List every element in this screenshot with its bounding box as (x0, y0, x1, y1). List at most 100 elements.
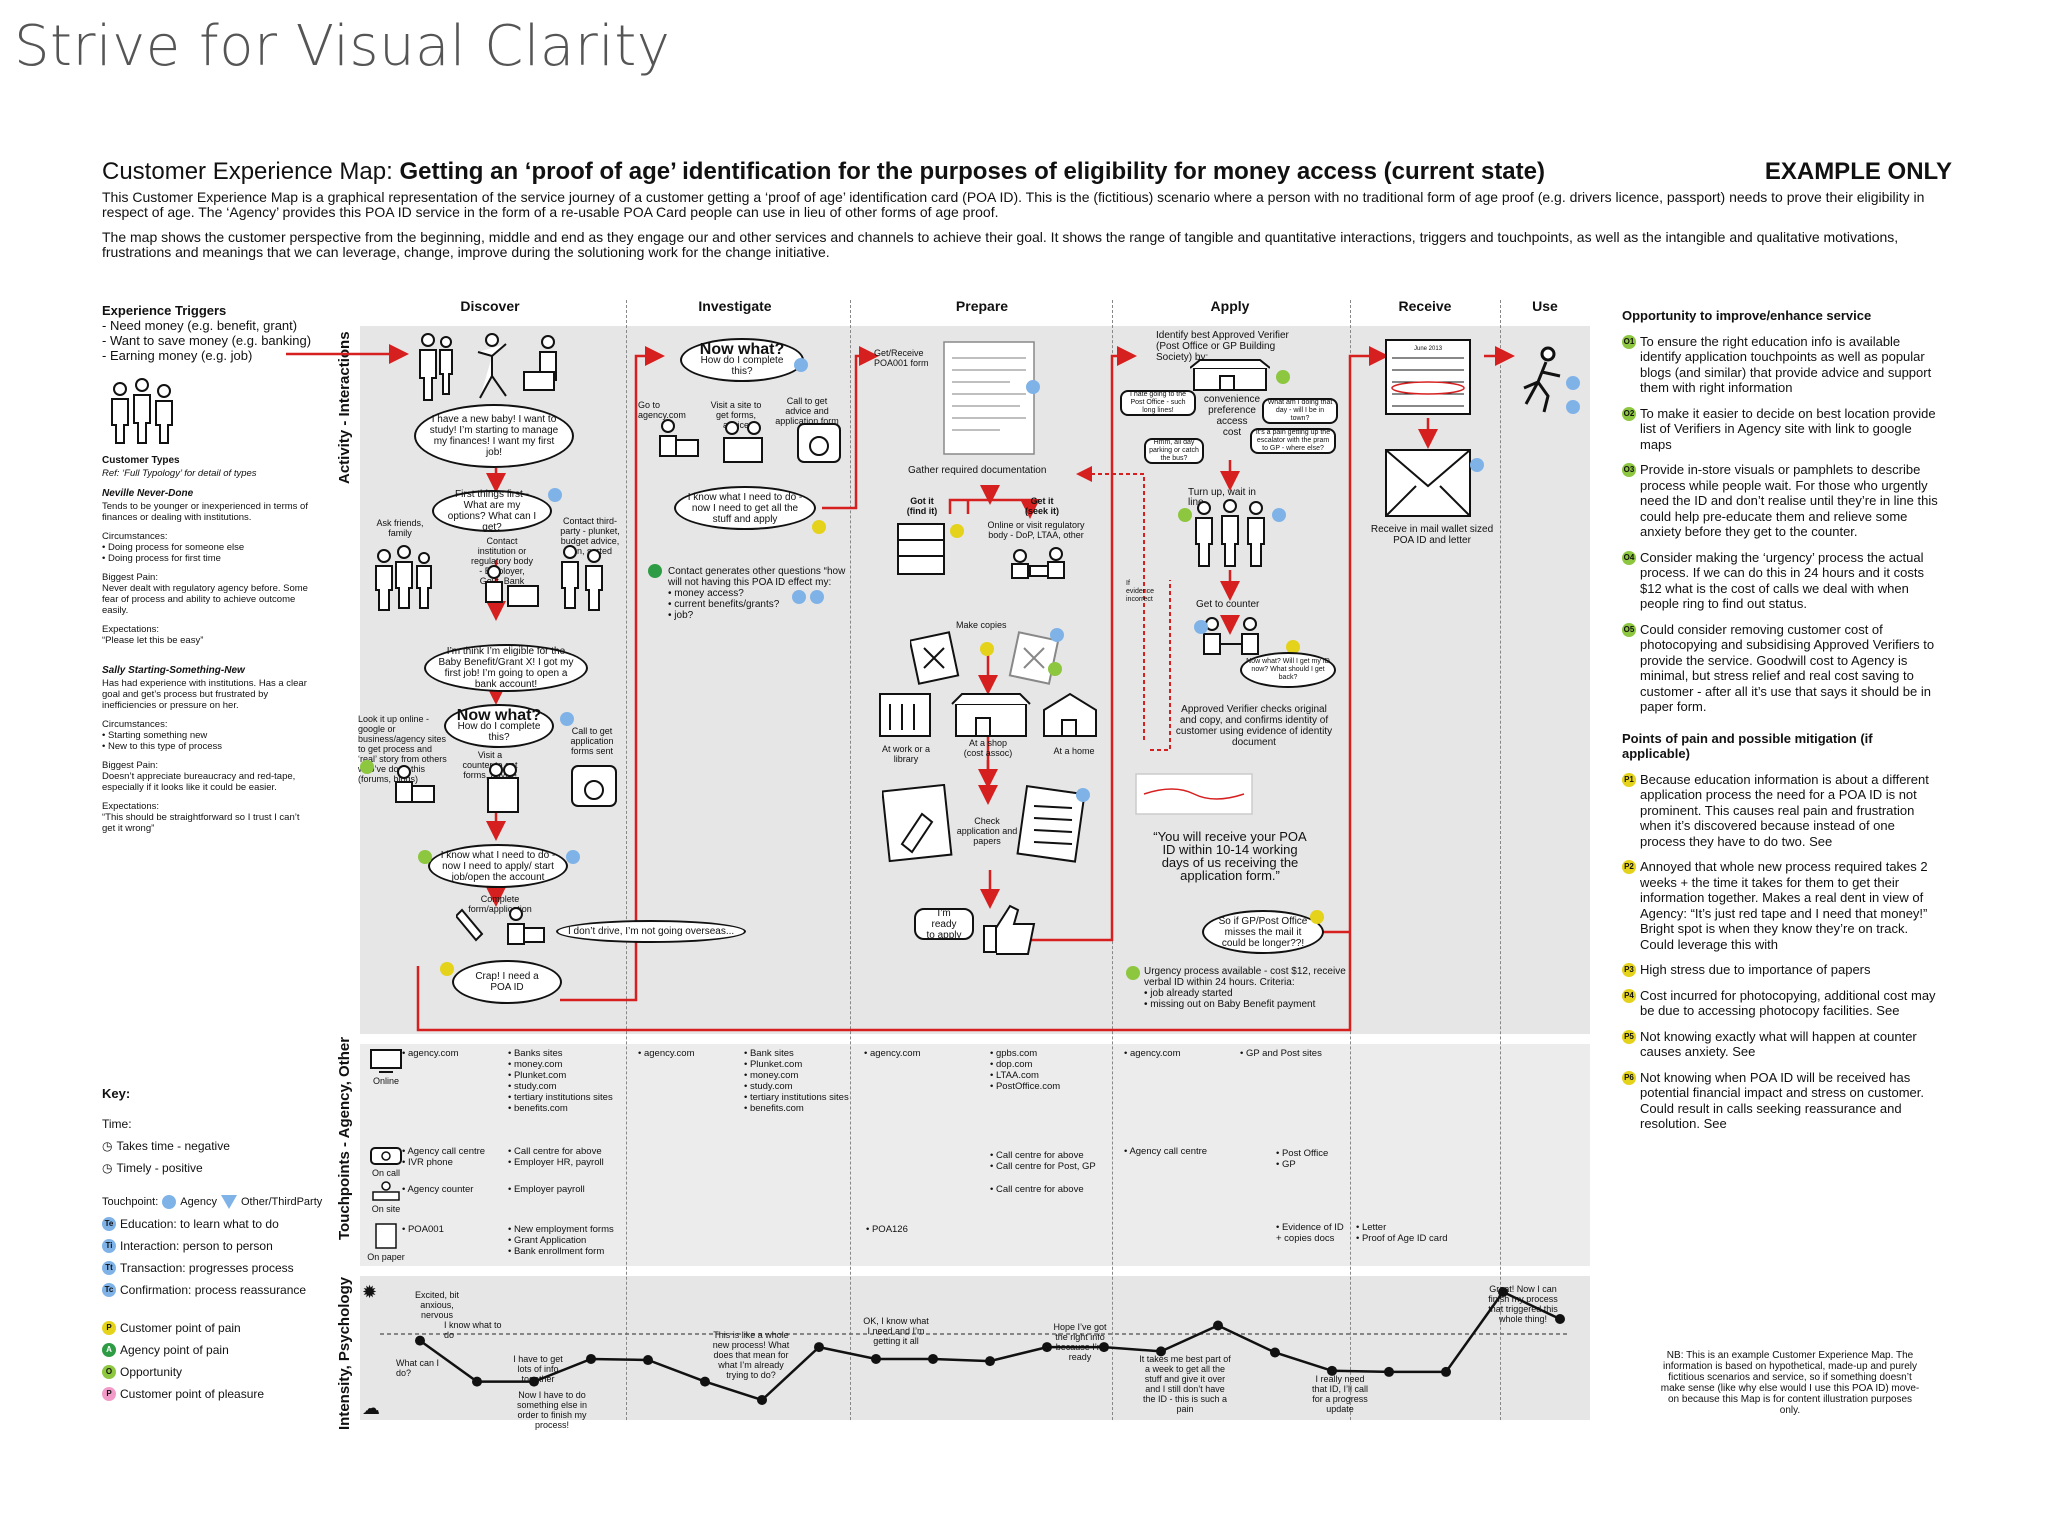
psychology-note: I know what to do (444, 1320, 502, 1340)
key-touchpoint: Touchpoint: Agency Other/ThirdParty (102, 1194, 332, 1210)
running-person-icon (1523, 346, 1561, 413)
agency-pain-icon (648, 564, 662, 578)
form-document-icon (943, 341, 1035, 455)
psychology-note: What can I do? (396, 1358, 440, 1378)
map-intro: This Customer Experience Map is a graphi… (102, 189, 1925, 220)
intensity-point (814, 1342, 824, 1353)
factor-preference: preference (1208, 405, 1256, 416)
confirmation-touchpoint-icon (1470, 458, 1484, 472)
thought-bubble: First things first - What are my options… (432, 489, 552, 533)
now-what-bubble: Now what?How do I complete this? (680, 338, 804, 382)
opportunity-icon: O3 (1622, 463, 1636, 477)
opportunity-icon: O5 (1622, 622, 1636, 637)
touchpoint-online: • agency.com (864, 1048, 921, 1059)
confirmation-touchpoint-icon (1076, 788, 1090, 802)
intensity-point (985, 1356, 995, 1367)
pain-point-icon: P2 (1622, 860, 1636, 874)
activity-note: Ask friends, family (376, 518, 424, 538)
touchpoint-paper: • Letter • Proof of Age ID card (1356, 1222, 1448, 1244)
pain-point-icon (950, 524, 964, 538)
intensity-point (1213, 1320, 1223, 1331)
activity-note: Call to get application forms sent (570, 726, 614, 756)
touchpoint-type-icon: Tt (102, 1261, 116, 1275)
activity-note: Urgency process available - cost $12, re… (1144, 966, 1346, 1010)
touchpoint-online: • gpbs.com • dop.com • LTAA.com • PostOf… (990, 1048, 1061, 1092)
stage-receive: Receive (1398, 298, 1452, 314)
activity-note: Make copies (956, 620, 1007, 630)
intensity-point (529, 1376, 539, 1387)
discover-contact-icons (375, 545, 603, 611)
pain-point-icon (440, 962, 454, 976)
touchpoint-call: • Agency call centre • IVR phone (402, 1146, 486, 1168)
transaction-touchpoint-icon (1026, 380, 1040, 394)
pain-point-icon (1310, 910, 1324, 924)
map-header: Customer Experience Map: Getting an ‘pro… (102, 158, 1952, 260)
map-intro-2: The map shows the customer perspective f… (102, 229, 1899, 260)
activity-note: At a shop (cost assoc) (963, 738, 1013, 758)
activity-note: Look it up online - google or business/a… (358, 714, 447, 784)
activity-note: Gather required documentation (908, 465, 1047, 476)
now-what-bubble: Now what?How do I complete this? (444, 704, 554, 748)
persona-neville-circ-h: Circumstances: (102, 531, 168, 542)
persona-sally-exp-h: Expectations: (102, 801, 160, 812)
opportunity-heading: Opportunity to improve/enhance service (1622, 308, 1872, 323)
channel-paper: On paper (366, 1222, 406, 1262)
paper-icon (375, 1223, 397, 1249)
receive-message: “You will receive your POA ID within 10-… (1153, 829, 1307, 883)
touchpoint-online: • agency.com (402, 1048, 459, 1059)
thought-bubble: It’s a pain getting up the escalator wit… (1250, 428, 1336, 454)
touchpoint-paper: • POA126 (866, 1224, 908, 1235)
channel-paper-label: On paper (367, 1252, 405, 1262)
left-column: Experience Triggers - Need money (e.g. b… (102, 304, 312, 835)
intensity-point (871, 1353, 881, 1364)
touchpoint-type-icon: Te (102, 1217, 116, 1231)
interaction-touchpoint-icon (1272, 508, 1286, 522)
activity-note: Visit a counter to get forms, advice (462, 750, 518, 780)
activity-note: Turn up, wait in line (1188, 487, 1256, 508)
transaction-touchpoint-icon (1050, 628, 1064, 642)
queue-people-icon (1195, 499, 1265, 567)
touchpoint-site: • Call centre for above (990, 1184, 1084, 1195)
persona-sally-name: Sally Starting-Something-New (102, 665, 245, 676)
right-column: Opportunity to improve/enhance service O… (1622, 308, 1942, 1132)
intensity-point (586, 1353, 596, 1364)
other-triangle-icon (220, 1195, 237, 1209)
thought-bubble: So if GP/Post Office misses the mail it … (1202, 910, 1324, 954)
persona-neville-desc: Tends to be younger or inexperienced in … (102, 501, 308, 523)
pain-point-icon (980, 642, 994, 656)
discover-channel-icons (395, 763, 617, 813)
pain-point-icon: P4 (1622, 988, 1636, 1003)
interaction-touchpoint-icon (560, 712, 574, 726)
activity-note: Get to counter (1196, 599, 1260, 610)
intensity-point (1042, 1342, 1052, 1353)
intensity-point (1555, 1314, 1565, 1324)
channel-call-label: On call (371, 1168, 400, 1178)
map-title-main: Getting an ‘proof of age’ identification… (399, 158, 1545, 185)
svg-text:June 2013: June 2013 (1414, 346, 1443, 352)
touchpoint-online: • Banks sites • money.com • Plunket.com … (508, 1048, 613, 1114)
psychology-note: I really need that ID, I’ll call for a p… (1311, 1374, 1369, 1414)
touchpoint-paper: • Evidence of ID + copies docs (1276, 1222, 1344, 1244)
thought-bubble: Now what? Will I get my ID now? What sho… (1240, 652, 1336, 688)
stage-divider (850, 300, 851, 1420)
pain-point-icon: P1 (1622, 772, 1636, 787)
disclaimer-note: NB: This is an example Customer Experien… (1660, 1350, 1920, 1416)
activity-note: Get it (seek it) (1024, 496, 1059, 516)
opportunity-icon (1276, 370, 1290, 384)
calendar-icon: June 2013 (1385, 339, 1471, 415)
interaction-touchpoint-icon (792, 590, 806, 604)
psychology-note: Great! Now I can finish my process that … (1488, 1284, 1558, 1324)
persona-sally-circ: • Starting something new • New to this t… (102, 730, 223, 752)
crap-bubble: Crap! I need a POA ID (452, 960, 562, 1004)
agency-circle-icon (162, 1195, 177, 1209)
envelope-small-icon (1135, 773, 1253, 815)
copy-location-icons (879, 692, 1097, 737)
cloud-icon: ☁ (362, 1398, 380, 1418)
